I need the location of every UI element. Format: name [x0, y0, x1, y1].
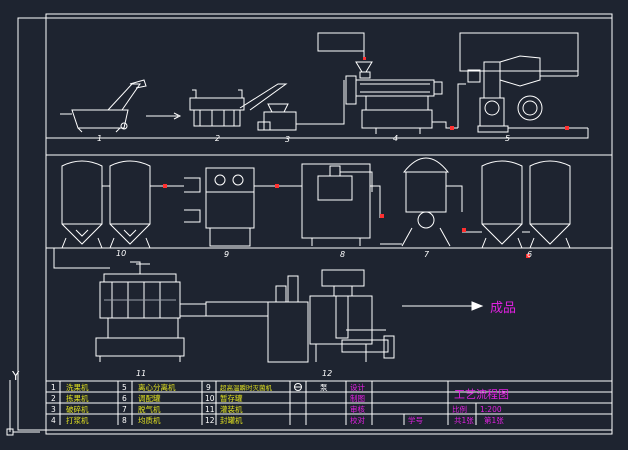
part-name: 超高温瞬时灭菌机 [220, 383, 273, 392]
sign-label: 学号 [408, 415, 423, 425]
part-number: 12 [205, 416, 215, 425]
scale-label: 比例 [452, 404, 467, 414]
sheet-number: 第1张 [484, 415, 504, 425]
part-number: 3 [51, 405, 56, 414]
parts-list: 1 洗果机 2 拣果机 3 破碎机 4 打浆机 5 离心分离机 6 调配罐 7 … [51, 382, 328, 425]
part-number: 7 [122, 405, 127, 414]
part-number: 8 [122, 416, 127, 425]
drawing-title: 工艺流程图 [454, 387, 509, 401]
part-number: 6 [122, 394, 127, 403]
part-name: 破碎机 [66, 404, 89, 414]
equipment-9-sterilizer [184, 167, 264, 247]
ucs-y-axis-label: Y [11, 369, 20, 383]
conveyor-link [205, 275, 309, 363]
equipment-number: 4 [393, 134, 398, 143]
part-name: 打浆机 [66, 415, 89, 425]
sign-label: 制图 [350, 393, 365, 403]
equipment-4-pulper [317, 32, 443, 134]
equipment-5-centrifuge [459, 32, 579, 133]
row-1-pipe-marks [363, 57, 569, 130]
part-name: 调配罐 [138, 393, 161, 403]
row-2-pipework [53, 185, 530, 269]
equipment-1-washer [60, 79, 147, 133]
part-name: 离心分离机 [138, 382, 176, 392]
equipment-7-deaerator [401, 157, 458, 247]
scale-value: 1:200 [480, 405, 502, 414]
part-name: 均质机 [138, 415, 161, 425]
drawing-border [17, 13, 613, 435]
product-arrow [402, 301, 484, 311]
part-number: 1 [51, 383, 56, 392]
equipment-number: 6 [527, 250, 532, 259]
part-number: 2 [51, 394, 56, 403]
sign-label: 审核 [350, 404, 365, 414]
sign-label: 设计 [350, 382, 365, 392]
equipment-10-holding-tanks [61, 160, 151, 249]
equipment-number: 3 [285, 135, 290, 144]
equipment-6-blending-tanks [481, 160, 571, 249]
equipment-number: 1 [97, 134, 102, 143]
equipment-12-seamer [309, 269, 395, 362]
part-name: 洗果机 [66, 382, 89, 392]
equipment-8-homogenizer [301, 163, 373, 246]
part-name: 封罐机 [220, 415, 243, 425]
ucs-icon [6, 380, 40, 436]
equipment-number: 5 [505, 134, 510, 143]
sign-label: 校对 [350, 415, 365, 425]
part-number: 4 [51, 416, 56, 425]
equipment-number: 2 [215, 134, 220, 143]
pump-symbol [294, 383, 302, 391]
row-1-pipework [46, 80, 589, 139]
equipment-3-crusher [257, 103, 297, 131]
part-name: 拣果机 [66, 393, 89, 403]
equipment-number: 10 [116, 249, 126, 258]
part-name: 灌装机 [220, 404, 243, 414]
pump-label: 泵 [320, 383, 328, 392]
part-number: 5 [122, 383, 127, 392]
sheet-total: 共1张 [454, 416, 474, 425]
row-2-pipe-marks [163, 184, 530, 258]
equipment-number: 11 [136, 369, 146, 378]
equipment-number: 8 [340, 250, 345, 259]
equipment-2-sorter [189, 83, 288, 127]
equipment-number: 9 [224, 250, 229, 259]
part-number: 9 [206, 383, 211, 392]
part-number: 10 [205, 394, 215, 403]
part-name: 脱气机 [138, 404, 161, 414]
part-number: 11 [205, 405, 215, 414]
equipment-number: 7 [424, 250, 430, 259]
equipment-number-labels: 1 2 3 4 5 10 9 8 7 6 11 12 [97, 134, 532, 378]
title-block-grid [46, 381, 612, 425]
equipment-number: 12 [322, 369, 332, 378]
sign-labels: 设计 制图 审核 校对 学号 [350, 382, 423, 425]
product-label: 成品 [490, 301, 516, 316]
part-name: 暂存罐 [220, 393, 243, 403]
